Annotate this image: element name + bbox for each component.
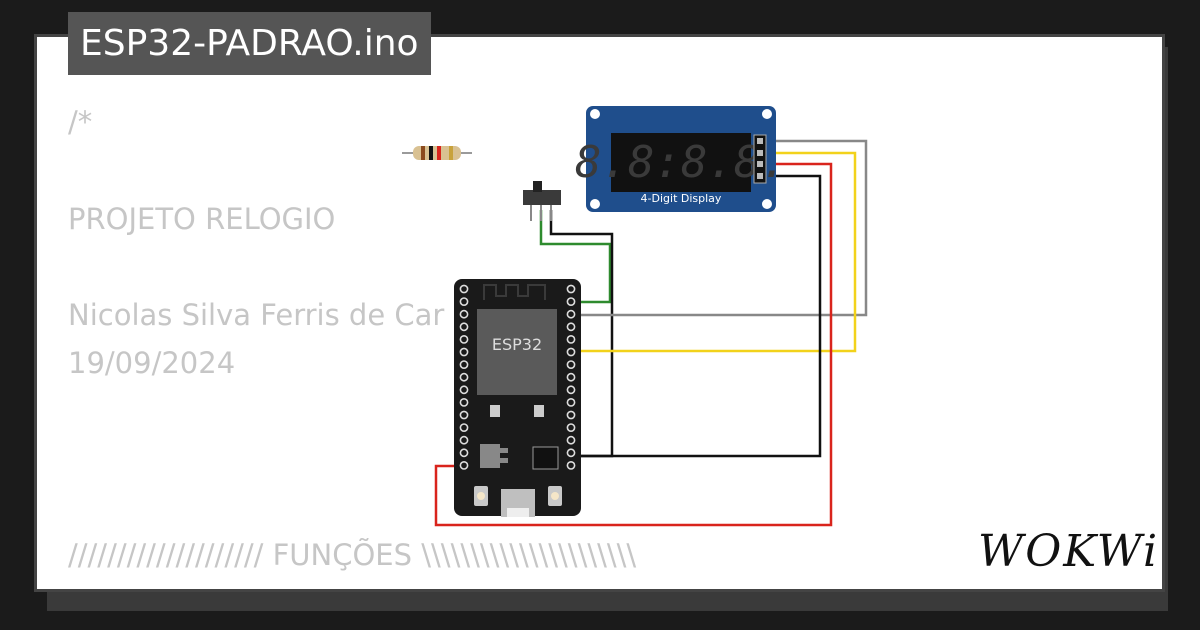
wire-black-display[interactable] — [574, 174, 822, 458]
header-pin[interactable] — [566, 397, 576, 407]
code-line-5: //////////////////// FUNÇÕES \\\\\\\\\\\… — [68, 538, 637, 572]
wire-yellow[interactable] — [574, 151, 857, 353]
header-pin[interactable] — [566, 423, 576, 432]
code-line-2: PROJETO RELOGIO — [68, 202, 336, 236]
header-pin[interactable] — [566, 460, 576, 470]
header-pin[interactable] — [459, 435, 469, 445]
wire-gray[interactable] — [574, 139, 868, 317]
header-pin[interactable] — [566, 309, 576, 319]
header-pin[interactable] — [459, 423, 469, 432]
header-pin[interactable] — [566, 297, 576, 306]
header-pin[interactable] — [459, 284, 469, 294]
header-pin[interactable] — [566, 372, 576, 382]
header-pin[interactable] — [459, 297, 469, 306]
header-pin[interactable] — [566, 347, 576, 357]
esp32-board[interactable]: ESP32 — [454, 279, 581, 517]
chip-label: ESP32 — [492, 335, 542, 354]
project-title[interactable]: ESP32-PADRAO.ino — [68, 12, 431, 75]
header-pin[interactable] — [566, 448, 576, 458]
wokwi-logo: WOKWi — [978, 526, 1160, 577]
header-pin[interactable] — [459, 334, 469, 344]
header-pin[interactable] — [566, 435, 576, 445]
display-digits: 8.8:8.8. — [575, 137, 787, 188]
header-pin[interactable] — [459, 448, 469, 458]
header-pin[interactable] — [459, 385, 469, 395]
header-pin[interactable] — [566, 360, 576, 369]
code-line-4: 19/09/2024 — [68, 346, 236, 380]
header-pin[interactable] — [459, 372, 469, 382]
header-pin[interactable] — [566, 322, 576, 332]
header-pin[interactable] — [459, 347, 469, 357]
wire-green[interactable] — [539, 210, 612, 304]
slide-switch[interactable] — [523, 181, 561, 221]
header-pin[interactable] — [459, 322, 469, 332]
code-line-1: /* — [68, 105, 93, 139]
header-pin[interactable] — [459, 397, 469, 407]
four-digit-display[interactable]: 8.8:8.8. 4-Digit Display — [575, 106, 787, 212]
resistor[interactable] — [402, 146, 472, 160]
header-pin[interactable] — [566, 385, 576, 395]
header-pin[interactable] — [566, 410, 576, 420]
header-pin[interactable] — [459, 460, 469, 470]
header-pin[interactable] — [459, 410, 469, 420]
display-label: 4-Digit Display — [641, 192, 722, 205]
header-pin[interactable] — [566, 334, 576, 344]
header-pin[interactable] — [566, 284, 576, 294]
wire-red[interactable] — [434, 162, 833, 527]
header-pin[interactable] — [459, 360, 469, 369]
code-line-3: Nicolas Silva Ferris de Car — [68, 298, 445, 332]
header-pin[interactable] — [459, 309, 469, 319]
